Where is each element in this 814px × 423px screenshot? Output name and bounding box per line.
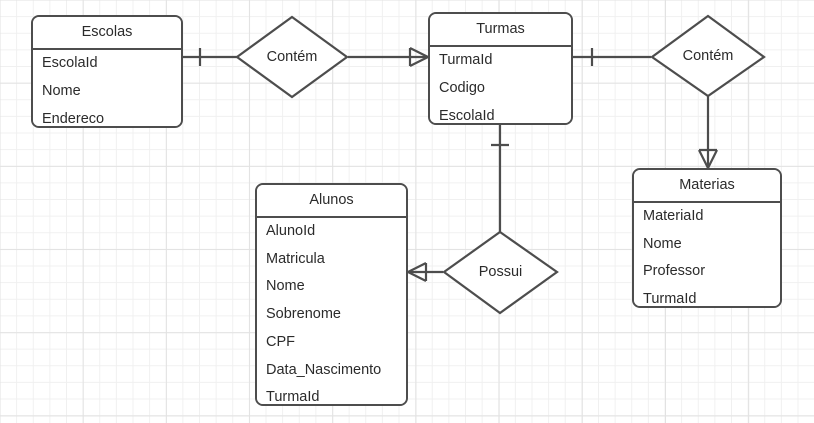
entity-materias-attributes: MateriaId Nome Professor TurmaId	[634, 202, 780, 306]
attribute-row[interactable]: Data_Nascimento	[257, 355, 406, 384]
entity-materias-title: Materias	[634, 170, 780, 203]
relationship-contem-escolas-turmas[interactable]: Contém	[235, 15, 349, 99]
entity-turmas-title: Turmas	[430, 14, 571, 47]
attribute-row[interactable]: Codigo	[430, 74, 571, 103]
attribute-row[interactable]: Professor	[634, 257, 780, 285]
crowsfoot-alunos-right	[405, 262, 427, 282]
attribute-row[interactable]: Nome	[33, 77, 181, 106]
entity-turmas-attributes: TurmaId Codigo EscolaId	[430, 46, 571, 123]
attribute-row[interactable]: EscolaId	[430, 102, 571, 123]
attribute-row[interactable]: EscolaId	[33, 49, 181, 78]
diamond-shape	[442, 230, 559, 315]
diamond-shape	[235, 15, 349, 99]
attribute-row[interactable]: Nome	[257, 272, 406, 301]
attribute-row[interactable]: Nome	[634, 230, 780, 258]
relationship-contem-turmas-materias[interactable]: Contém	[650, 14, 766, 98]
relationship-possui-turmas-alunos[interactable]: Possui	[442, 230, 559, 315]
attribute-row[interactable]: Endereco	[33, 105, 181, 126]
attribute-row[interactable]: TurmaId	[430, 46, 571, 75]
attribute-row[interactable]: TurmaId	[257, 383, 406, 404]
relationship-label: Contém	[266, 48, 318, 65]
attribute-row[interactable]: CPF	[257, 328, 406, 356]
entity-escolas-title: Escolas	[33, 17, 181, 50]
relationship-label: Contém	[682, 47, 734, 64]
entity-escolas[interactable]: Escolas EscolaId Nome Endereco	[31, 15, 183, 128]
attribute-row[interactable]: AlunoId	[257, 217, 406, 246]
entity-alunos[interactable]: Alunos AlunoId Matricula Nome Sobrenome …	[255, 183, 408, 406]
attribute-row[interactable]: Sobrenome	[257, 300, 406, 329]
entity-turmas[interactable]: Turmas TurmaId Codigo EscolaId	[428, 12, 573, 125]
entity-alunos-attributes: AlunoId Matricula Nome Sobrenome CPF Dat…	[257, 217, 406, 404]
entity-alunos-title: Alunos	[257, 185, 406, 218]
attribute-row[interactable]: Matricula	[257, 245, 406, 273]
crowsfoot-turmas-left	[409, 47, 431, 67]
entity-escolas-attributes: EscolaId Nome Endereco	[33, 49, 181, 126]
diamond-shape	[650, 14, 766, 98]
attribute-row[interactable]: TurmaId	[634, 285, 780, 306]
crowsfoot-materias-top	[698, 149, 718, 171]
attribute-row[interactable]: MateriaId	[634, 202, 780, 230]
entity-materias[interactable]: Materias MateriaId Nome Professor TurmaI…	[632, 168, 782, 308]
relationship-label: Possui	[478, 264, 523, 281]
